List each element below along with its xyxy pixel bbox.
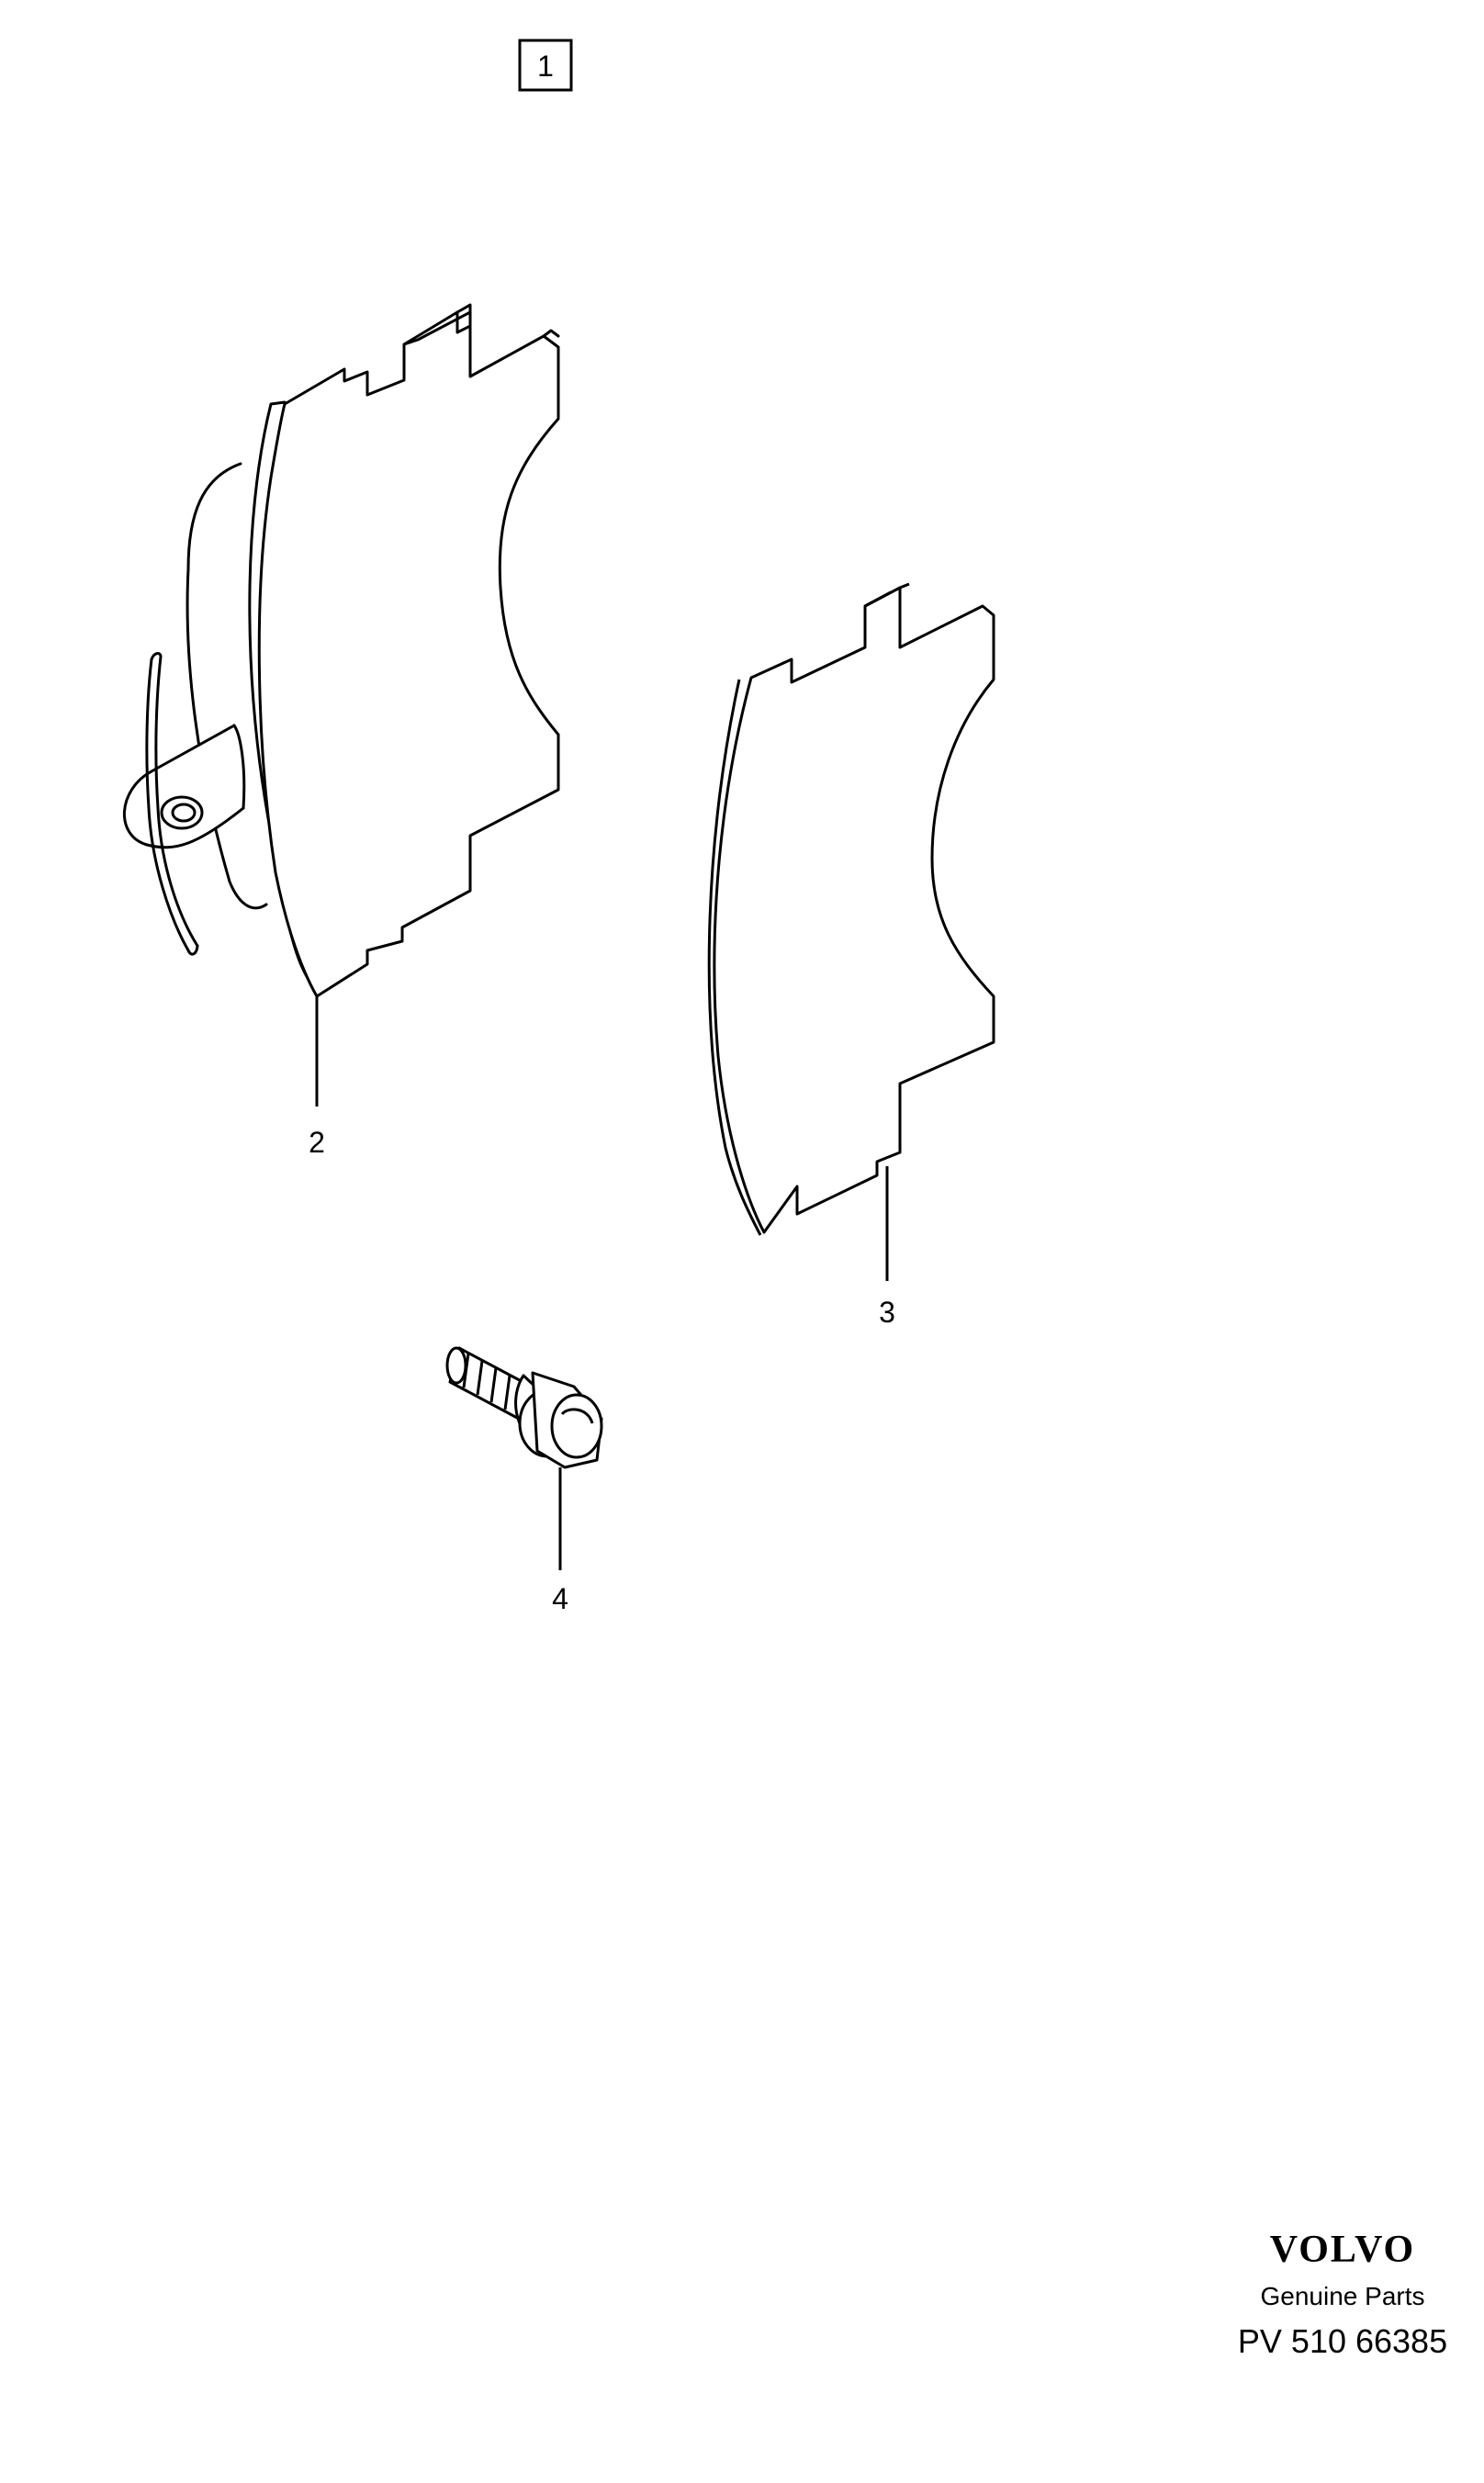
figure-number: 1 (537, 50, 554, 83)
anti-squeal-shim (707, 582, 995, 1236)
brake-pad-with-sensor (123, 303, 560, 998)
flange-bolt (445, 1346, 603, 1469)
leader-lines (315, 996, 889, 1570)
callout-2: 2 (309, 1126, 325, 1159)
callout-4: 4 (552, 1582, 568, 1615)
brand-tagline: Genuine Parts (1261, 2282, 1425, 2310)
figure-number-box: 1 (518, 39, 573, 92)
callout-3: 3 (879, 1296, 895, 1329)
volvo-logo: VOLVO (1270, 2229, 1415, 2271)
brand-footer: VOLVO Genuine Parts PV 510 66385 (1238, 2229, 1447, 2360)
part-reference: PV 510 66385 (1238, 2322, 1447, 2360)
